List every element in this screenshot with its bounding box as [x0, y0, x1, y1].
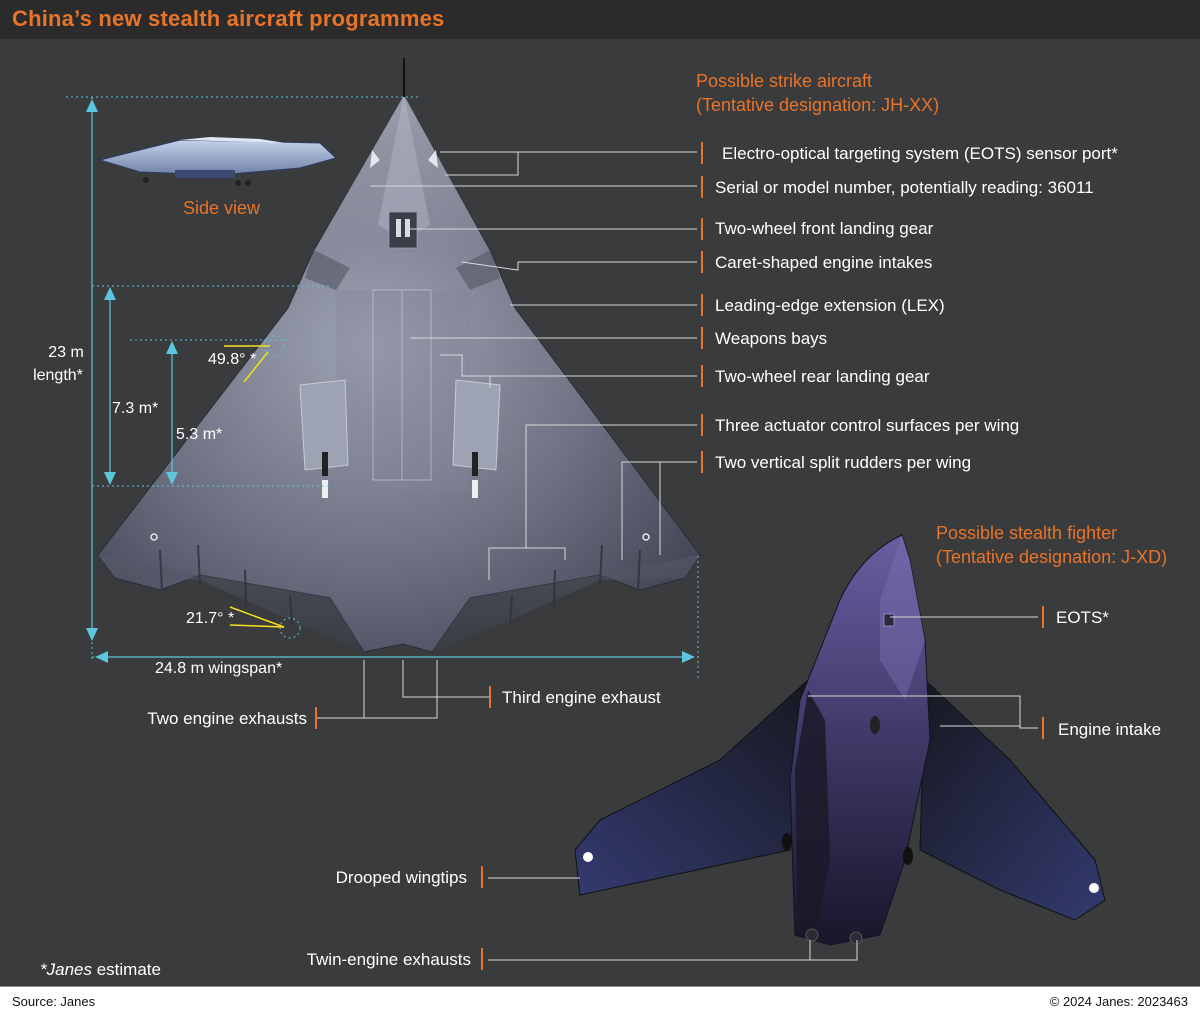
- callout-rear-landing-gear: Two-wheel rear landing gear: [715, 367, 930, 386]
- jxd-aircraft: [574, 534, 1106, 946]
- strike-aircraft-designation: (Tentative designation: JH-XX): [696, 95, 939, 115]
- stealth-fighter-header: Possible stealth fighter: [936, 523, 1117, 543]
- dimension-arrowheads: [86, 99, 695, 663]
- illustration-panel: Side view Possible strike aircraft (Tent…: [0, 39, 1200, 986]
- source-label: Source: Janes: [12, 994, 96, 1009]
- callout-fighter-engine-intake: Engine intake: [1058, 720, 1161, 739]
- callout-drooped-wingtips: Drooped wingtips: [336, 868, 467, 887]
- trailing-angle-label: 21.7° *: [186, 610, 234, 627]
- callout-third-engine-exhaust: Third engine exhaust: [502, 688, 661, 707]
- estimate-note-rest: estimate: [92, 960, 161, 979]
- callout-engine-intakes: Caret-shaped engine intakes: [715, 253, 932, 272]
- length-label-value: 23 m: [48, 344, 84, 361]
- dimension-arrows: [91, 112, 682, 658]
- fighter-callout-labels: EOTS* Engine intake Drooped wingtips Twi…: [307, 608, 1161, 969]
- estimate-note-italic: *Janes: [40, 960, 92, 979]
- callout-weapons-bays: Weapons bays: [715, 329, 827, 348]
- wingspan-label: 24.8 m wingspan*: [155, 660, 282, 677]
- title-bar: China’s new stealth aircraft programmes: [0, 0, 1200, 40]
- fighter-callout-leaders: [488, 616, 1038, 961]
- callout-front-landing-gear: Two-wheel front landing gear: [715, 219, 934, 238]
- illustration-svg: Side view Possible strike aircraft (Tent…: [33, 58, 1167, 979]
- estimate-note: *Janes estimate: [40, 960, 161, 979]
- lex-length-label: 7.3 m*: [112, 400, 158, 417]
- angle-markers: [224, 345, 285, 628]
- strike-callout-labels: Electro-optical targeting system (EOTS) …: [147, 144, 1118, 728]
- bay-length-label: 5.3 m*: [176, 426, 222, 443]
- page-title: China’s new stealth aircraft programmes: [12, 6, 445, 31]
- callout-fighter-eots: EOTS*: [1056, 608, 1109, 627]
- sweep-angle-label: 49.8° *: [208, 351, 256, 368]
- side-view-label: Side view: [183, 198, 261, 218]
- callout-split-rudders: Two vertical split rudders per wing: [715, 453, 971, 472]
- callout-twin-engine-exhausts: Twin-engine exhausts: [307, 950, 471, 969]
- strike-aircraft-header: Possible strike aircraft: [696, 71, 872, 91]
- footer: Source: Janes © 2024 Janes: 2023463: [0, 986, 1200, 1018]
- callout-control-surfaces: Three actuator control surfaces per wing: [715, 416, 1019, 435]
- callout-lex: Leading-edge extension (LEX): [715, 296, 945, 315]
- dimension-labels: 23 m length* 7.3 m* 5.3 m* 49.8° * 21.7°…: [33, 344, 282, 677]
- copyright-label: © 2024 Janes: 2023463: [1049, 994, 1188, 1009]
- callout-two-engine-exhausts: Two engine exhausts: [147, 709, 307, 728]
- jhxx-aircraft-plan-view: [97, 58, 701, 653]
- callout-ticks: [315, 142, 1044, 970]
- callout-eots-port: Electro-optical targeting system (EOTS) …: [722, 144, 1118, 163]
- length-label-unit: length*: [33, 367, 83, 384]
- stealth-fighter-designation: (Tentative designation: J-XD): [936, 547, 1167, 567]
- callout-serial-number: Serial or model number, potentially read…: [715, 178, 1094, 197]
- jhxx-side-view: Side view: [98, 137, 337, 218]
- strike-callout-leaders: [316, 151, 697, 719]
